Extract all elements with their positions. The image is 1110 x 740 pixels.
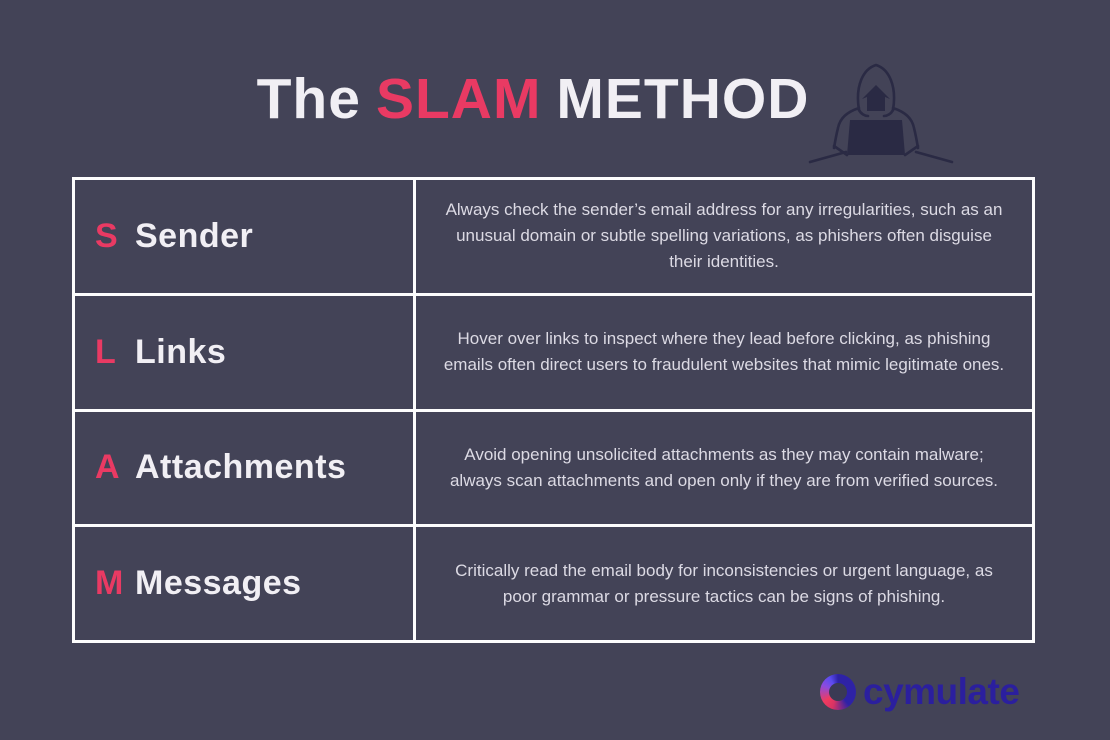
letter-l: L bbox=[95, 332, 116, 371]
table-row-links-term: L Links bbox=[75, 295, 413, 409]
description-text: Hover over links to inspect where they l… bbox=[443, 329, 1005, 375]
table-row-attachments-term: A Attachments bbox=[75, 411, 413, 525]
label-attachments: Attachments bbox=[135, 448, 347, 487]
description-text: Critically read the email body for incon… bbox=[455, 560, 993, 606]
table-row-attachments-description: Avoid opening unsolicited attachments as… bbox=[416, 411, 1032, 525]
table-row-messages-description: Critically read the email body for incon… bbox=[416, 527, 1032, 640]
brand-name: cymulate bbox=[863, 671, 1020, 712]
letter-a: A bbox=[95, 448, 120, 487]
letter-s: S bbox=[95, 216, 118, 255]
table-row-links-description: Hover over links to inspect where they l… bbox=[416, 295, 1032, 409]
hacker-icon bbox=[808, 63, 954, 164]
title-word-method: METHOD bbox=[556, 67, 810, 131]
letter-m: M bbox=[95, 564, 124, 603]
slam-table: S Sender Always check the sender’s email… bbox=[72, 177, 1035, 643]
page-title: The SLAM METHOD bbox=[257, 68, 810, 131]
description-text: Always check the sender’s email address … bbox=[445, 200, 1003, 272]
label-sender: Sender bbox=[135, 216, 254, 255]
label-links: Links bbox=[135, 332, 227, 371]
title-row: The SLAM METHOD bbox=[0, 68, 1110, 131]
description-text: Avoid opening unsolicited attachments as… bbox=[449, 444, 999, 490]
table-row-sender-term: S Sender bbox=[75, 180, 413, 293]
label-messages: Messages bbox=[135, 564, 302, 603]
table-row-messages-term: M Messages bbox=[75, 527, 413, 640]
cymulate-ring-icon bbox=[820, 674, 856, 710]
title-word-slam: SLAM bbox=[375, 67, 542, 131]
brand-logo: cymulate bbox=[820, 671, 1020, 713]
table-row-sender-description: Always check the sender’s email address … bbox=[416, 180, 1032, 293]
title-word-the: The bbox=[256, 67, 361, 131]
